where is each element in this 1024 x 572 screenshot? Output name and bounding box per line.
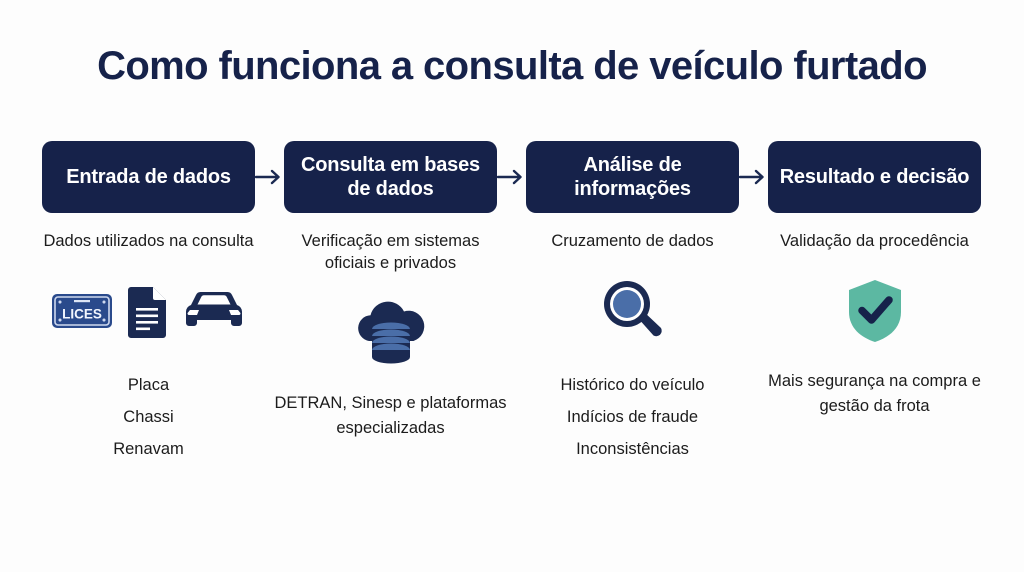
flow-step-3: Análise de informações Cruzamento de dad…: [526, 141, 739, 465]
flow-arrow-3: [739, 141, 768, 213]
bullet-item: Renavam: [113, 440, 184, 459]
step-4-icon-group: [844, 275, 906, 347]
step-caption-2: Verificação em sistemas oficiais e priva…: [301, 232, 480, 272]
step-caption-3: Cruzamento de dados: [551, 232, 714, 250]
flow-step-1: Entrada de dados Dados utilizados na con…: [42, 141, 255, 465]
flow-step-4: Resultado e decisão Validação da procedê…: [768, 141, 981, 420]
flow-arrow-1: [255, 141, 284, 213]
bullet-item: DETRAN, Sinesp e plataformas especializa…: [274, 393, 507, 438]
bullet-item: Chassi: [123, 407, 174, 426]
bullet-item: Histórico do veículo: [560, 375, 705, 394]
step-1-bullets: Placa Chassi Renavam: [33, 369, 265, 466]
bullet-item: Indícios de fraude: [566, 407, 699, 426]
bullet-item: Placa: [127, 375, 170, 394]
magnifying-glass-icon: [597, 277, 669, 345]
bullet-item: Mais segurança na compra e gestão da fro…: [768, 371, 981, 416]
step-box-entrada-de-dados[interactable]: Entrada de dados: [42, 141, 255, 213]
license-plate-text: LICES: [62, 306, 102, 321]
page-title: Como funciona a consulta de veículo furt…: [97, 44, 927, 88]
step-box-consulta-em-bases-de-dados[interactable]: Consulta em bases de dados: [284, 141, 497, 213]
step-box-analise-de-informacoes[interactable]: Análise de informações: [526, 141, 739, 213]
step-4-bullets: Mais segurança na compra e gestão da fro…: [759, 369, 991, 420]
step-3-icon-group: [597, 275, 669, 347]
car-front-icon: [181, 289, 247, 333]
bullet-item: Inconsistências: [576, 440, 689, 459]
step-caption-1: Dados utilizados na consulta: [43, 232, 254, 250]
cloud-database-icon: [350, 299, 432, 367]
step-1-icon-group: LICES: [51, 275, 247, 347]
license-plate-icon: LICES: [51, 291, 113, 331]
step-3-bullets: Histórico do veículo Indícios de fraude …: [517, 369, 749, 466]
flow-step-2: Consulta em bases de dados Verificação e…: [275, 141, 507, 442]
shield-check-icon: [844, 277, 906, 345]
document-icon: [125, 284, 169, 338]
step-box-resultado-e-decisao[interactable]: Resultado e decisão: [768, 141, 981, 213]
step-caption-4: Validação da procedência: [780, 232, 969, 250]
step-2-icon-group: [350, 297, 432, 369]
step-2-bullets: DETRAN, Sinesp e plataformas especializa…: [275, 391, 507, 442]
process-flow: Entrada de dados Dados utilizados na con…: [42, 141, 982, 465]
flow-arrow-2: [497, 141, 526, 213]
